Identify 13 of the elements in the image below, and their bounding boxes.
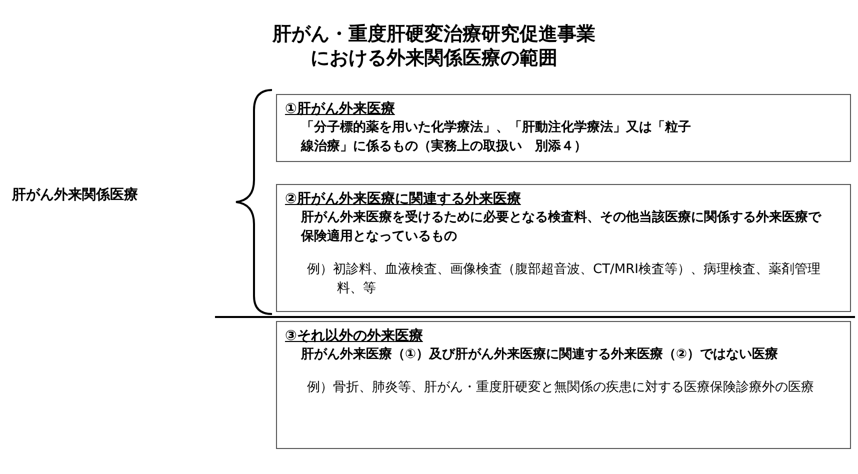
description-text: 肝がん外来医療（①）及び肝がん外来医療に関連する外来医療（②）ではない医療 [300,346,780,364]
description-text: 「分子標的薬を用いた化学療法」、「肝動注化学療法」又は「粒子線治療」に係るもの（実務上の取扱い 別添４） [301,118,692,156]
example-text: 例）初診料、血液検査、画像検査（腹部超音波、CT/MRI検査等）、病理検査、薬剤管理料、等 [306,261,822,298]
group-label: 肝がん外来関係医療 [12,186,138,204]
diagram-title: 肝がん・重度肝硬変治療研究促進事業における外来関係医療の範囲 [271,22,596,70]
section-heading: ②肝がん外来医療に関連する外来医療 [285,190,521,208]
example-text: 例）骨折、肺炎等、肝がん・重度肝硬変と無関係の疾患に対する医療保険診療外の医療 [306,379,815,397]
section-heading: ①肝がん外来医療 [285,100,395,118]
description-text: 肝がん外来医療を受けるために必要となる検査料、その他当該医療に関係する外来医療で保険適用となっているもの [301,208,821,246]
category-box [276,321,851,449]
category-box [276,94,851,162]
section-heading: ③それ以外の外来医療 [285,327,423,345]
category-box [276,184,851,312]
